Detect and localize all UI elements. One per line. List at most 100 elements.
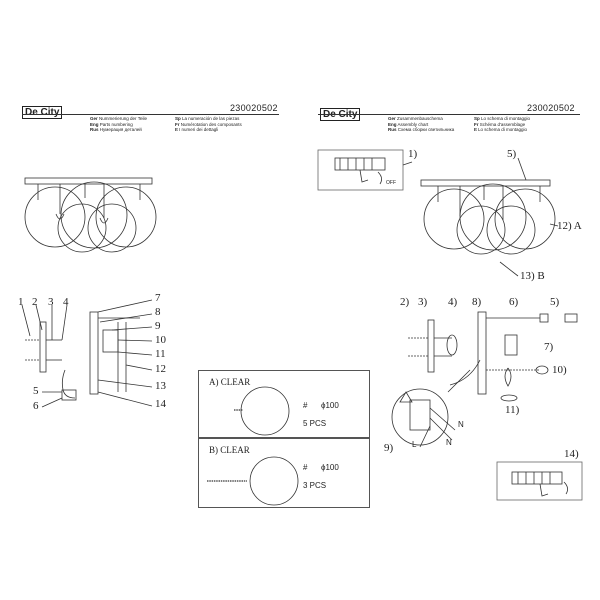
legend-right-column-right: Sp Lo schema di montaggio Fr Schéma d'as… [474, 116, 578, 133]
legend-row: Eng Assembly chart [388, 121, 429, 127]
step-label-7: 7) [544, 341, 554, 353]
wire-label-n: N [458, 420, 464, 429]
hand-cursor [359, 169, 369, 183]
step-label-14: 14) [564, 448, 579, 460]
bulb-holder [504, 334, 518, 356]
screw [564, 313, 578, 323]
wire-label-n: N [446, 438, 452, 447]
glass-disc [57, 203, 107, 253]
legend-right-column: Sp La numeración de las piezas Fr Numéro… [175, 116, 280, 133]
chandelier-assembly-view [420, 157, 559, 277]
glass-disc [423, 188, 485, 250]
part-number-3: 3 [48, 296, 54, 308]
part-number-1: 1 [18, 296, 24, 308]
glass-disc [24, 186, 86, 248]
legend-left-column: Ger Nummerierung der Teile Eng Parts num… [90, 116, 175, 133]
mounting-bar [39, 321, 47, 373]
terminal-strip [334, 157, 386, 171]
part-number-2: 2 [32, 296, 38, 308]
glass-disc [87, 203, 137, 253]
assembly-exploded-view [391, 311, 578, 448]
wire [449, 359, 481, 386]
spec-b-qty: 3 PCS [303, 481, 327, 490]
bulb-holder [102, 329, 119, 353]
spec-b-label: B) CLEAR [209, 445, 250, 455]
bulb [55, 213, 65, 220]
wiring-magnifier [391, 388, 449, 446]
step-label-5: 5) [507, 148, 517, 160]
ceiling-base [89, 311, 99, 395]
step-label-6: 6) [509, 296, 519, 308]
product-code: 230020502 [230, 103, 278, 113]
step-label-11: 11) [505, 404, 520, 416]
brand-logo-text: De City [22, 106, 63, 119]
part-number-10: 10 [155, 334, 166, 346]
terminal-block [409, 399, 431, 431]
spec-b-diameter: ϕ100 [321, 463, 339, 472]
legend-row: Ger Zusammenbauschema [388, 116, 443, 121]
step1-inset [317, 149, 413, 191]
glass-disc [486, 205, 536, 255]
screw [539, 313, 549, 323]
arrow [377, 171, 382, 185]
warning-icon [399, 391, 413, 403]
mounting-bar [427, 319, 435, 373]
bulb [504, 367, 512, 387]
ceiling-base [477, 311, 487, 395]
product-code-right: 230020502 [527, 103, 575, 113]
glass-disc [60, 181, 128, 249]
inset-frame [496, 461, 583, 501]
step-label-9: 9) [384, 442, 394, 454]
legend-row: Rus Нумерация деталей [90, 127, 142, 132]
part-number-4: 4 [63, 296, 69, 308]
part-number-11: 11 [155, 348, 166, 360]
glass-disc-a [234, 386, 290, 436]
terminal-strip [511, 471, 563, 485]
part-number-7: 7 [155, 292, 161, 304]
step-label-1: 1) [408, 148, 418, 160]
step-label-2: 2) [400, 296, 410, 308]
header-divider [22, 114, 279, 115]
step-label-3: 3) [418, 296, 428, 308]
step-label-5b: 5) [550, 296, 560, 308]
glass-disc [456, 205, 506, 255]
ceiling-plate [24, 177, 153, 185]
off-label: OFF [386, 180, 396, 186]
step-label-8: 8) [472, 296, 482, 308]
step-label-10: 10) [552, 364, 567, 376]
chandelier-front-view [24, 177, 157, 253]
legend-row: Fr Schéma d'assemblage [474, 121, 526, 127]
part-number-13: 13 [155, 380, 166, 392]
step-label-12: 12) A [557, 220, 582, 232]
terminal-block [61, 389, 77, 401]
spec-box-b: B) CLEAR # ϕ100 3 PCS [198, 438, 370, 508]
step-label-4: 4) [448, 296, 458, 308]
part-number-5: 5 [33, 385, 39, 397]
hand-cursor [539, 483, 549, 497]
spec-a-qty: 5 PCS [303, 419, 327, 428]
spec-box-a: A) CLEAR # ϕ100 5 PCS [198, 370, 370, 438]
wire [61, 369, 76, 399]
glass-disc [95, 186, 157, 248]
part-number-9: 9 [155, 320, 161, 332]
legend-row: Sp Lo schema di montaggio [474, 116, 531, 121]
brand-logo: De City [22, 106, 64, 119]
arrow [563, 481, 568, 495]
spec-b-hash: # [303, 463, 308, 472]
part-number-14: 14 [155, 398, 166, 410]
glass-disc-b [207, 456, 299, 506]
spec-a-diameter: ϕ100 [321, 401, 339, 410]
part-number-12: 12 [155, 363, 166, 375]
ceiling-plate [420, 179, 551, 187]
legend-row: It Lo schema di montaggio [474, 127, 528, 132]
rotate-arrow [500, 394, 518, 402]
header-divider-right [318, 114, 580, 115]
part-number-8: 8 [155, 306, 161, 318]
step-label-13: 13) B [520, 270, 545, 282]
glass-disc [494, 188, 556, 250]
rotate-arrow [446, 334, 458, 356]
inset-frame [317, 149, 404, 191]
spec-a-label: A) CLEAR [209, 377, 251, 387]
legend-row: Rus Схема сборки светильника [388, 127, 455, 132]
legend-row: It I numeri dei dettagli [175, 127, 219, 132]
